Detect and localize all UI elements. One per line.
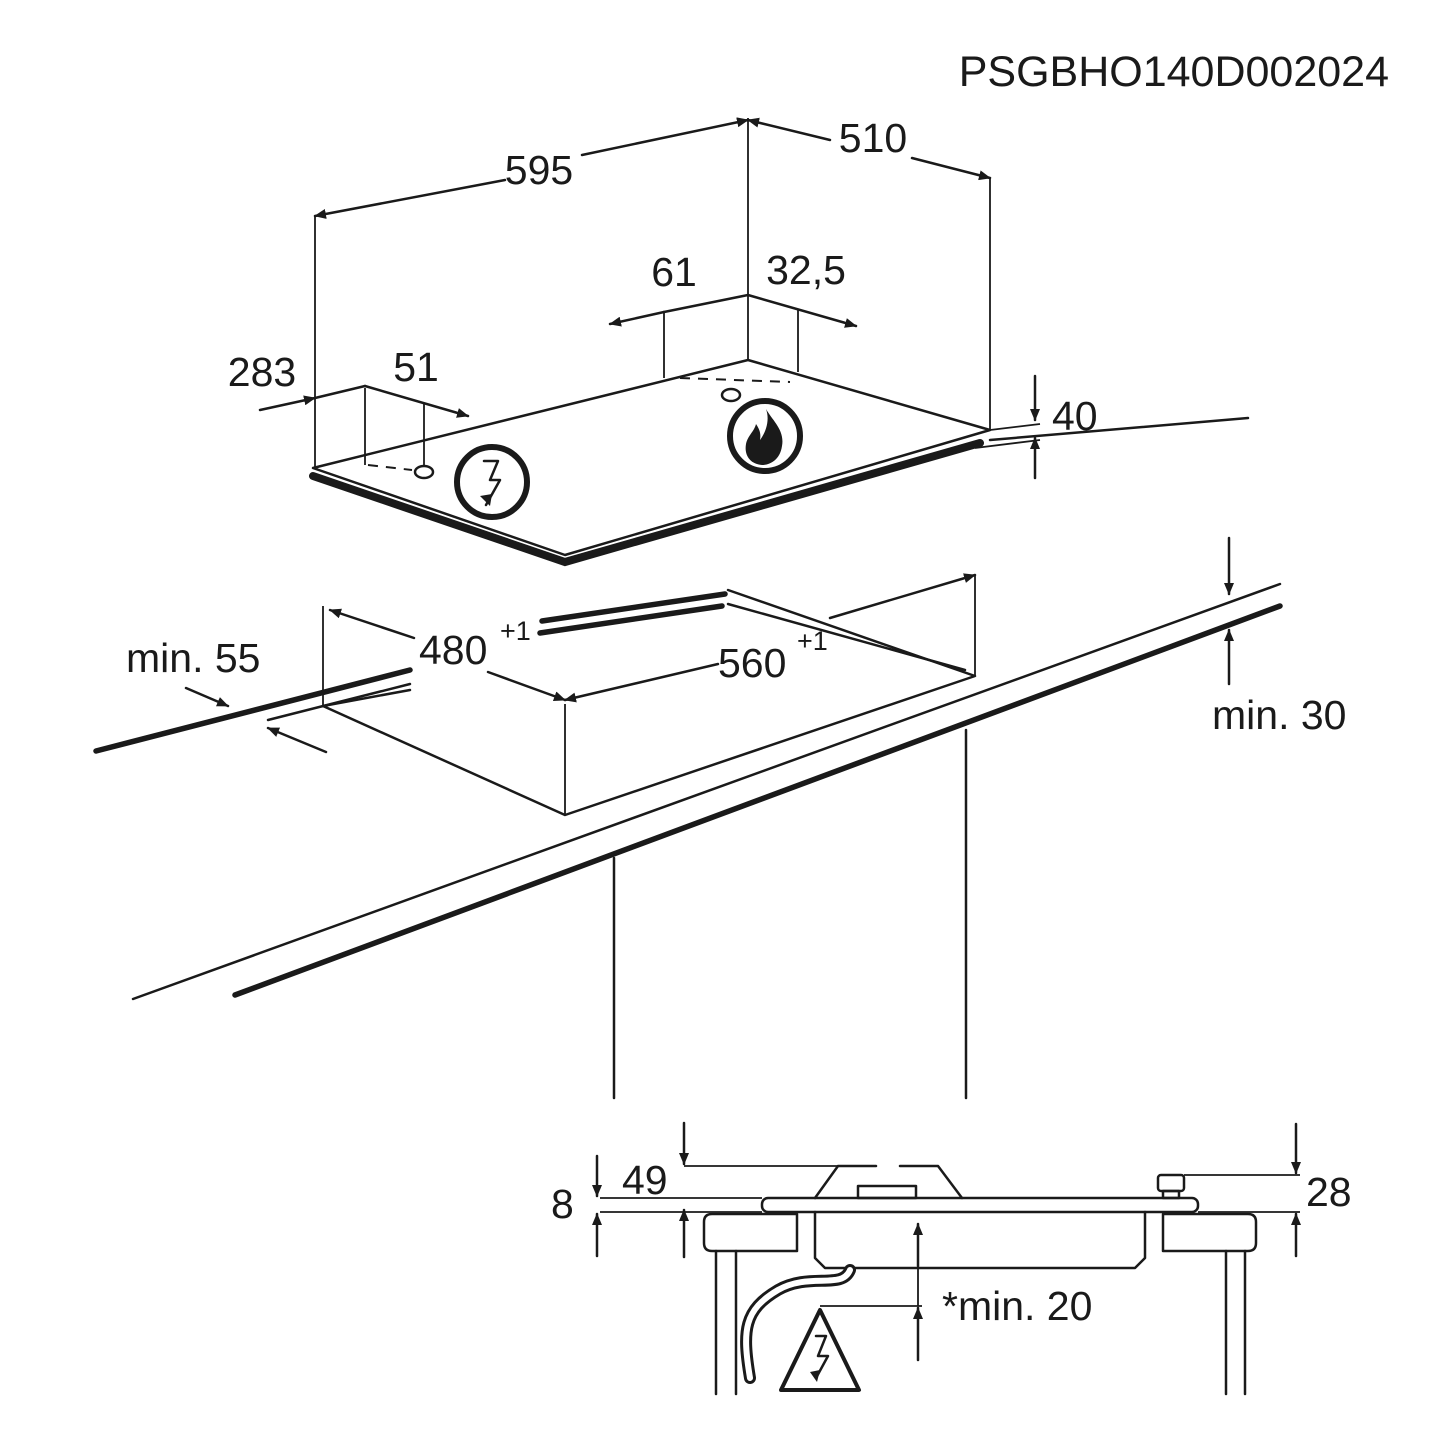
worktop-section-right (1161, 1212, 1258, 1253)
dimension-min-back: min. 30 (1212, 536, 1346, 738)
worktop-line-upper (988, 416, 1250, 442)
dimension-glass-thickness: 8 (551, 1154, 602, 1258)
dimension-min-clearance: *min. 20 (820, 1222, 1092, 1362)
gas-connection-symbol (727, 398, 803, 474)
cutout-depth-label: 480 (419, 627, 487, 673)
dimension-cutout-depth: 480 +1 (328, 608, 567, 702)
dimension-width: 595 (313, 117, 750, 468)
hob-glass-section (760, 1196, 1200, 1214)
top-height-label: 49 (622, 1157, 668, 1203)
min-front-label: min. 55 (126, 635, 260, 681)
cutout-width-label: 560 (718, 640, 786, 686)
dimension-top-height: 49 (600, 1121, 838, 1259)
cutout-depth-tolerance: +1 (500, 616, 531, 646)
side-section-view (702, 1164, 1258, 1396)
width-label: 595 (505, 147, 573, 193)
min-back-label: min. 30 (1212, 692, 1346, 738)
pan-support (813, 1164, 964, 1200)
hob-body-section (813, 1210, 1147, 1270)
gas-connection-point (720, 387, 742, 403)
electric-back-distance-label: 51 (393, 344, 439, 390)
electric-warning-triangle (779, 1308, 861, 1392)
cutout-width-tolerance: +1 (797, 626, 828, 656)
cutout-opening (321, 575, 977, 1100)
electric-connection-point (413, 464, 435, 480)
gas-side-distance-label: 61 (651, 249, 697, 295)
worktop (93, 582, 1283, 1001)
min-clearance-label: *min. 20 (942, 1283, 1092, 1329)
control-knob (1156, 1173, 1186, 1193)
depth-label: 510 (839, 115, 907, 161)
dimension-height: 40 (989, 374, 1098, 480)
worktop-back-edge (93, 667, 413, 754)
worktop-section-left (702, 1212, 799, 1253)
glass-thickness-label: 8 (551, 1181, 574, 1227)
gas-back-distance-label: 32,5 (766, 247, 846, 293)
dimension-cutout-width: 560 +1 (563, 573, 977, 703)
dimension-gas-connection: 61 32,5 (608, 247, 858, 378)
height-label: 40 (1052, 393, 1098, 439)
electric-connection-symbol (454, 444, 530, 520)
dimension-depth: 510 (746, 115, 992, 430)
hob-front-edge (309, 439, 984, 567)
dimension-min-front: min. 55 (126, 635, 328, 754)
dimension-electric-connection: 283 51 (228, 344, 470, 466)
knob-height-label: 28 (1306, 1169, 1352, 1215)
electric-side-distance-label: 283 (228, 349, 296, 395)
drawing-code: PSGBHO140D002024 (959, 48, 1389, 96)
dimension-knob-height: 28 (1184, 1122, 1352, 1258)
